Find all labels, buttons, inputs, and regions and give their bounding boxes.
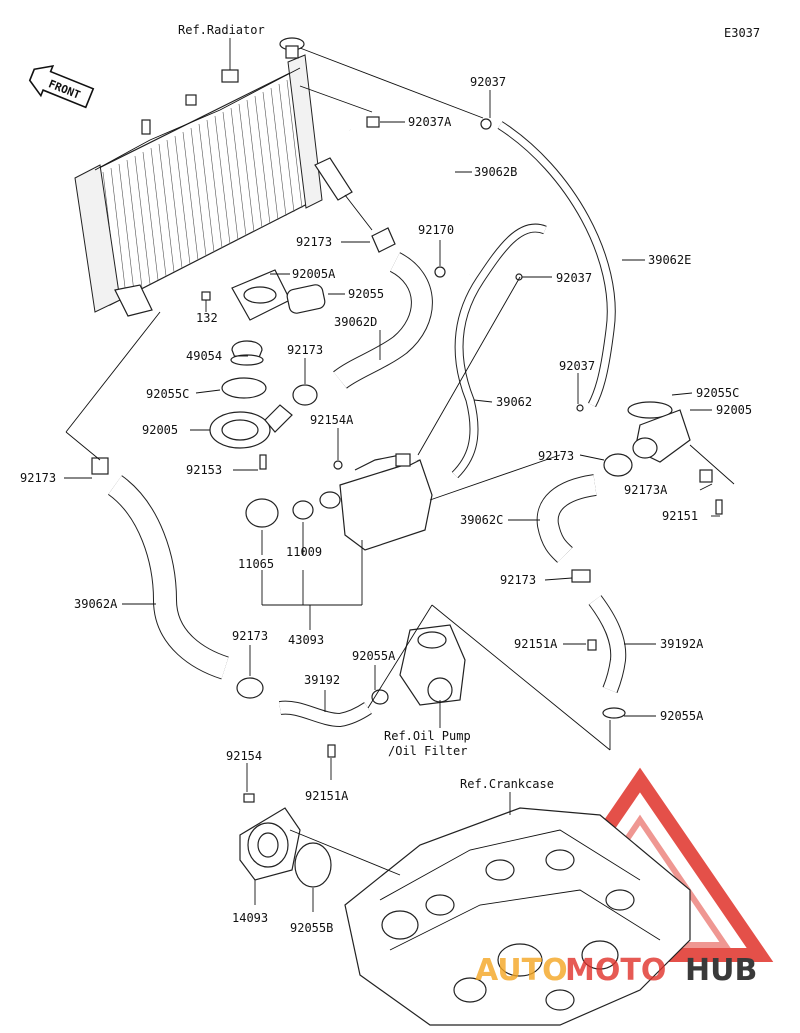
part-label: 92173 xyxy=(500,573,536,587)
clamp-92173-e xyxy=(571,569,591,583)
front-arrow-icon xyxy=(28,64,95,109)
part-label: 92055B xyxy=(290,921,333,935)
crankcase xyxy=(344,807,691,1026)
radiator xyxy=(74,37,353,317)
clamps xyxy=(91,116,713,699)
watermark-part3: HUB xyxy=(685,953,757,988)
clip-92037-top xyxy=(480,118,492,130)
bolt-132 xyxy=(201,291,211,301)
bolt-92151A-bottom xyxy=(327,744,336,758)
part-label: 11065 xyxy=(238,557,274,571)
part-label: 92005 xyxy=(716,403,752,417)
clamp-92173A xyxy=(699,469,713,483)
gasket-92055 xyxy=(286,284,326,314)
clamp-92173-d xyxy=(236,677,264,699)
watermark-part1: AUTO xyxy=(475,953,568,988)
bolt-92153 xyxy=(259,454,267,470)
part-label: 92173 xyxy=(538,449,574,463)
part-label: 49054 xyxy=(186,349,222,363)
part-label: 92005 xyxy=(142,423,178,437)
part-label: 92055C xyxy=(696,386,739,400)
part-label: 39192 xyxy=(304,673,340,687)
o-ring-92055B xyxy=(294,842,332,888)
part-label: 92055C xyxy=(146,387,189,401)
front-arrow: FRONT xyxy=(28,64,95,109)
part-label: 14093 xyxy=(232,911,268,925)
radiator-upper-outlet xyxy=(314,157,353,201)
ref-radiator-label: Ref.Radiator xyxy=(178,23,265,37)
clamp-92173-c xyxy=(603,453,633,477)
part-label: 92154A xyxy=(310,413,354,427)
o-ring-92055C-left xyxy=(221,377,267,399)
part-label: 92173 xyxy=(287,343,323,357)
o-ring-92055C-right xyxy=(627,401,673,419)
part-label: 92055A xyxy=(352,649,396,663)
ref-crankcase-label: Ref.Crankcase xyxy=(460,777,554,791)
part-label: 92055 xyxy=(348,287,384,301)
thermostat-housing xyxy=(201,269,326,470)
leader-lines xyxy=(64,38,735,912)
part-label: 92037 xyxy=(556,271,592,285)
part-label: 92037 xyxy=(559,359,595,373)
reservoir-tank-43093 xyxy=(245,453,433,551)
part-label: 92173A xyxy=(624,483,668,497)
part-label: 92037 xyxy=(470,75,506,89)
diagram-code: E3037 xyxy=(724,26,760,40)
part-label: 92153 xyxy=(186,463,222,477)
part-label: 92173 xyxy=(20,471,56,485)
part-label: 39062A xyxy=(74,597,118,611)
part-label: 39192A xyxy=(660,637,704,651)
ref-oil-filter-label: /Oil Filter xyxy=(388,744,467,758)
part-label: 92005A xyxy=(292,267,336,281)
clamp-92173-a xyxy=(371,227,396,253)
part-label: 92151A xyxy=(514,637,558,651)
bolt-92154 xyxy=(243,793,255,803)
part-label: 39062E xyxy=(648,253,691,267)
bolt-92151 xyxy=(715,499,723,515)
o-ring-92055A-center xyxy=(371,689,389,705)
bolt-92154A xyxy=(333,460,343,470)
housing-92005-right xyxy=(627,401,723,515)
part-label: 92173 xyxy=(232,629,268,643)
part-label: 92151A xyxy=(305,789,349,803)
part-label: 92173 xyxy=(296,235,332,249)
radiator-fins xyxy=(102,79,303,301)
clamp-92173-left xyxy=(91,457,109,475)
watermark-text: AUTO MOTO HUB xyxy=(475,953,757,988)
part-label: 132 xyxy=(196,311,218,325)
clamp-92173-b xyxy=(292,384,318,406)
cap-11065 xyxy=(245,498,279,528)
part-label: 92151 xyxy=(662,509,698,523)
cover-14093 xyxy=(239,793,332,888)
hose-39062B xyxy=(349,129,497,276)
part-label: 11009 xyxy=(286,545,322,559)
part-label: 39062D xyxy=(334,315,377,329)
part-label: 92037A xyxy=(408,115,452,129)
part-label: 43093 xyxy=(288,633,324,647)
bolt-92151A-right xyxy=(587,639,597,651)
part-label: 92170 xyxy=(418,223,454,237)
gasket-11009 xyxy=(292,500,314,520)
watermark-part2: MOTO xyxy=(565,953,666,988)
part-label: 92154 xyxy=(226,749,262,763)
clip-92037-r xyxy=(576,404,584,412)
water-pump xyxy=(327,624,626,758)
part-label: 39062 xyxy=(496,395,532,409)
o-ring-92055A-right xyxy=(602,707,626,719)
ref-oil-pump-label: Ref.Oil Pump xyxy=(384,729,471,743)
part-label: 92055A xyxy=(660,709,704,723)
part-label: 39062C xyxy=(460,513,503,527)
clip-92037A xyxy=(366,116,380,128)
part-label: 39062B xyxy=(474,165,517,179)
clip-92170 xyxy=(434,266,446,278)
